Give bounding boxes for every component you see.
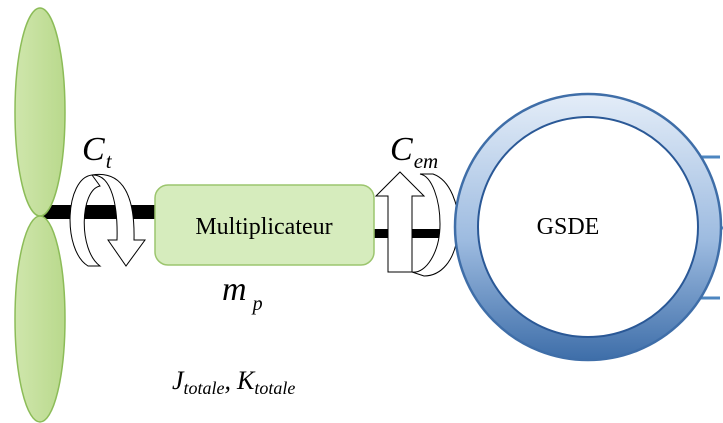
electromagnetic-torque-label: Cem	[390, 131, 438, 173]
gearbox-box	[154, 184, 375, 266]
inertia-subscript: totale	[184, 378, 225, 398]
generator-rotor-area	[477, 116, 699, 338]
inertia-separator: ,	[225, 366, 232, 395]
inertia-symbol: J	[172, 366, 185, 395]
em-torque-subscript: em	[414, 149, 439, 173]
turbine-torque-subscript: t	[106, 149, 113, 173]
low-speed-shaft	[40, 205, 156, 219]
electromagnetic-torque-arrow-icon	[374, 171, 459, 277]
gear-ratio-symbol: m	[222, 271, 247, 308]
stiffness-subscript: totale	[254, 378, 295, 398]
em-torque-symbol: C	[390, 131, 413, 168]
turbine-torque-arrow-icon	[69, 173, 146, 267]
gear-ratio-subscript: p	[251, 293, 263, 315]
lower-blade	[14, 215, 66, 423]
generator-label: GSDE	[537, 214, 600, 240]
upper-blade	[14, 7, 66, 217]
stiffness-symbol: K	[236, 366, 256, 395]
gearbox-label: Multiplicateur	[195, 214, 332, 240]
generator: GSDE	[453, 92, 723, 362]
inertia-stiffness-label: Jtotale,Ktotale	[172, 366, 295, 398]
rotor-blades	[14, 7, 66, 423]
turbine-torque-symbol: C	[82, 131, 105, 168]
turbine-torque-label: Ct	[82, 131, 113, 173]
high-speed-shaft	[374, 229, 458, 238]
